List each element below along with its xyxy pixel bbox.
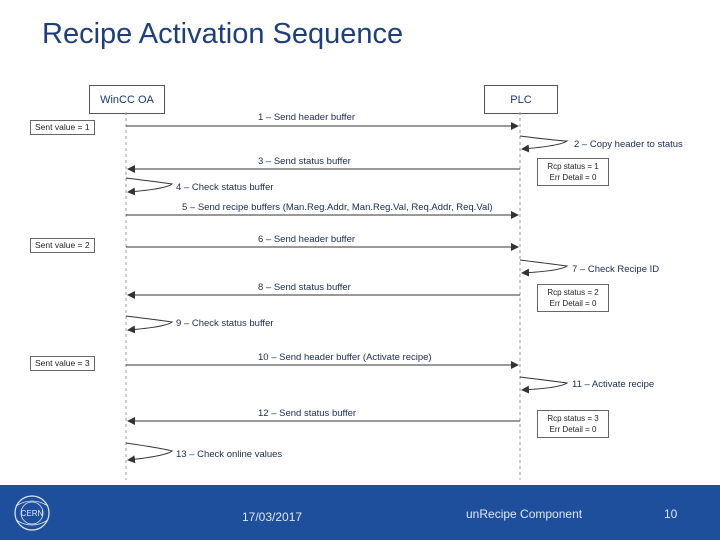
page-title: Recipe Activation Sequence xyxy=(42,18,404,50)
message-2: 2 – Copy header to status xyxy=(574,139,683,150)
message-6: 6 – Send header buffer xyxy=(258,234,356,245)
cern-logo-icon: CERN xyxy=(14,495,50,531)
message-3: 3 – Send status buffer xyxy=(258,156,351,167)
message-9: 9 – Check status buffer xyxy=(176,318,274,329)
message-11: 11 – Activate recipe xyxy=(572,379,655,390)
arrow-9 xyxy=(125,315,174,334)
status-3-err: Err Detail = 0 xyxy=(549,425,597,434)
footer-page-number: 10 xyxy=(664,507,678,521)
sent-value-3: Sent value = 3 xyxy=(30,356,95,371)
arrow-11 xyxy=(519,376,569,394)
message-4: 4 – Check status buffer xyxy=(176,182,274,193)
status-box-3: Rcp status = 3 Err Detail = 0 xyxy=(537,410,609,438)
arrow-4 xyxy=(125,177,174,196)
message-1: 1 – Send header buffer xyxy=(258,112,356,123)
arrow-2 xyxy=(519,135,569,153)
message-10: 10 – Send header buffer (Activate recipe… xyxy=(258,352,432,363)
message-7: 7 – Check Recipe ID xyxy=(572,264,660,275)
arrow-7 xyxy=(519,259,569,277)
message-5: 5 – Send recipe buffers (Man.Reg.Addr, M… xyxy=(182,202,493,213)
sequence-lines xyxy=(125,112,569,480)
status-box-2: Rcp status = 2 Err Detail = 0 xyxy=(537,284,609,312)
message-12: 12 – Send status buffer xyxy=(258,408,357,419)
status-1-err: Err Detail = 0 xyxy=(549,173,597,182)
status-box-1: Rcp status = 1 Err Detail = 0 xyxy=(537,158,609,186)
status-3-rcp: Rcp status = 3 xyxy=(547,414,599,423)
logo-text: CERN xyxy=(21,509,44,518)
status-1-rcp: Rcp status = 1 xyxy=(547,162,599,171)
actor-plc: PLC xyxy=(484,85,558,114)
message-8: 8 – Send status buffer xyxy=(258,282,351,293)
arrow-13 xyxy=(125,442,174,464)
sent-value-1: Sent value = 1 xyxy=(30,120,95,135)
sent-value-2: Sent value = 2 xyxy=(30,238,95,253)
actor-wincc-label: WinCC OA xyxy=(100,93,154,106)
actor-plc-label: PLC xyxy=(510,93,532,106)
message-13: 13 – Check online values xyxy=(176,449,283,460)
status-2-err: Err Detail = 0 xyxy=(549,299,597,308)
footer-component: unRecipe Component xyxy=(466,507,583,521)
status-2-rcp: Rcp status = 2 xyxy=(547,288,599,297)
footer-date: 17/03/2017 xyxy=(242,510,303,524)
actor-wincc: WinCC OA xyxy=(89,85,165,114)
footer-bar: 17/03/2017 unRecipe Component 10 xyxy=(0,485,720,540)
